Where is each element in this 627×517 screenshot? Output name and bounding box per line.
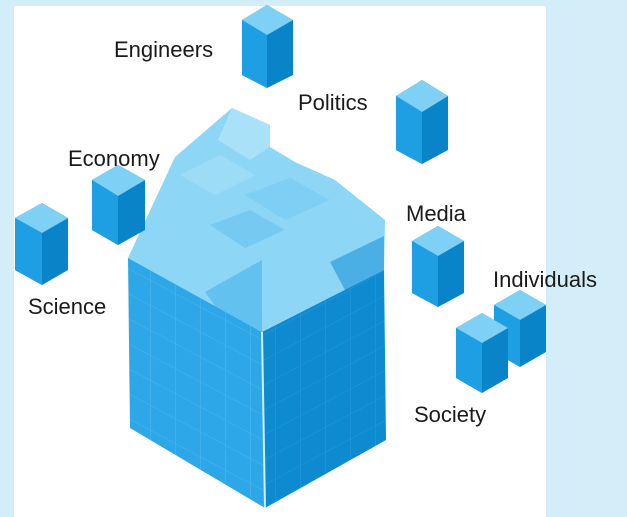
cube-icon-media xyxy=(412,226,464,307)
label-politics: Politics xyxy=(298,90,368,115)
cube-icon-engineers xyxy=(242,5,293,88)
cube-icon-science xyxy=(15,203,68,285)
cube-icon-economy xyxy=(92,165,145,245)
label-media: Media xyxy=(406,201,467,226)
label-individuals: Individuals xyxy=(493,267,597,292)
cube-icon-society xyxy=(456,313,508,393)
cube-icon-politics xyxy=(396,80,448,164)
label-science: Science xyxy=(28,294,106,319)
stacked-cubes-icon xyxy=(128,108,386,509)
label-society: Society xyxy=(414,402,486,427)
label-economy: Economy xyxy=(68,146,160,171)
label-engineers: Engineers xyxy=(114,37,213,62)
